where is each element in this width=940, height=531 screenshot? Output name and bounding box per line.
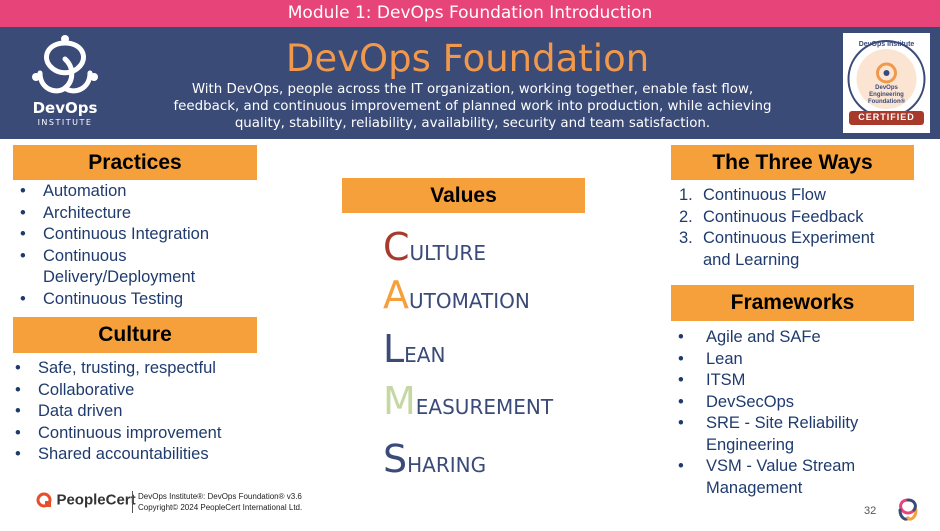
peoplecert-mark-icon [36, 492, 52, 508]
badge-top-text: DevOps Institute [858, 41, 915, 48]
calms-culture: CULTURE [383, 225, 486, 281]
practices-header: Practices [13, 145, 257, 180]
list-item: Safe, trusting, respectful [8, 358, 268, 380]
list-item: ITSM [671, 370, 911, 392]
hero-description-line: With DevOps, people across the IT organi… [191, 82, 754, 97]
peoplecert-brand: PeopleCert [56, 491, 136, 509]
list-item: Collaborative [8, 380, 268, 402]
calms-letter: S [383, 437, 408, 481]
list-item-text: Continuous Feedback [703, 207, 864, 226]
list-item-text: Continuous Flow [703, 186, 826, 204]
calms-word: UTOMATION [409, 289, 530, 313]
list-item: SRE - Site Reliability Engineering [671, 413, 911, 456]
list-number: 3. [679, 229, 693, 247]
badge-middle-text: DevOps Engineering Foundation® [843, 85, 930, 106]
badge-middle-line: DevOps [875, 85, 898, 91]
culture-header: Culture [13, 317, 257, 353]
list-item: 2. Continuous Feedback [671, 207, 921, 229]
module-title: Module 1: DevOps Foundation Introduction [287, 3, 653, 23]
footer-copyright: DevOps Institute®: DevOps Foundation® v3… [132, 491, 302, 513]
list-item: Agile and SAFe [671, 327, 911, 349]
values-header: Values [342, 178, 585, 213]
list-item: 1. Continuous Flow [671, 185, 921, 207]
list-number: 2. [679, 207, 693, 226]
hero-description: With DevOps, people across the IT organi… [130, 81, 815, 132]
frameworks-header: Frameworks [671, 285, 914, 321]
badge-certified-label: CERTIFIED [858, 112, 915, 122]
list-item: Lean [671, 349, 911, 371]
list-item: DevSecOps [671, 392, 911, 414]
devops-institute-corner-icon [898, 498, 918, 521]
page-number: 32 [864, 505, 877, 517]
calms-word: EAN [404, 343, 446, 367]
list-item: Continuous Delivery/Deployment [13, 246, 233, 289]
calms-letter: L [383, 327, 405, 371]
frameworks-list: Agile and SAFe Lean ITSM DevSecOps SRE -… [671, 327, 911, 499]
badge-middle-line: Foundation® [867, 99, 906, 105]
calms-measurement: MEASUREMENT [383, 379, 553, 435]
list-item: Data driven [8, 401, 268, 423]
list-item: VSM - Value Stream Management [671, 456, 911, 499]
list-item: Automation [13, 181, 263, 203]
calms-letter: A [383, 273, 409, 317]
footer-line: DevOps Institute®: DevOps Foundation® v3… [138, 492, 302, 501]
calms-sharing: SHARING [383, 437, 486, 493]
calms-letter: M [383, 379, 416, 423]
calms-word: EASUREMENT [415, 395, 554, 419]
list-item: Architecture [13, 203, 263, 225]
certified-badge: DevOps Institute DevOps Engineering Foun… [843, 33, 930, 133]
devops-knot-icon [32, 35, 98, 94]
list-item-text: Continuous Experiment and Learning [703, 229, 875, 269]
list-item: Continuous Testing [13, 289, 263, 311]
three-ways-list: 1.Continuous Flow 2.Continuous Feedback … [671, 185, 921, 271]
list-item: 3. Continuous Experiment and Learning [671, 228, 903, 271]
list-item: Continuous improvement [8, 423, 268, 445]
logo-sub: INSTITUTE [37, 118, 93, 127]
module-title-bar: Module 1: DevOps Foundation Introduction [0, 0, 940, 27]
devops-institute-logo: DevOps INSTITUTE [20, 33, 110, 131]
hero-banner: DevOps INSTITUTE DevOps Foundation With … [0, 27, 940, 139]
list-item: Shared accountabilities [8, 444, 268, 466]
list-number: 1. [679, 186, 693, 204]
footer-line: Copyright© 2024 PeopleCert International… [138, 503, 303, 512]
calms-lean: LEAN [383, 327, 445, 383]
hero-description-line: quality, stability, reliability, availab… [234, 116, 711, 131]
hero-title: DevOps Foundation [285, 37, 650, 80]
calms-automation: AUTOMATION [383, 273, 530, 329]
peoplecert-logo: PeopleCert [36, 491, 136, 513]
calms-word: HARING [407, 453, 487, 477]
hero-description-line: feedback, and continuous improvement of … [173, 99, 772, 114]
certification-seal-icon [847, 40, 926, 125]
practices-list: Automation Architecture Continuous Integ… [13, 181, 263, 310]
calms-letter: C [383, 225, 410, 269]
three-ways-header: The Three Ways [671, 145, 914, 180]
badge-middle-line: Engineering [869, 92, 904, 98]
culture-list: Safe, trusting, respectful Collaborative… [8, 358, 268, 466]
list-item: Continuous Integration [13, 224, 263, 246]
logo-name: DevOps [32, 99, 98, 117]
calms-word: ULTURE [409, 241, 486, 265]
